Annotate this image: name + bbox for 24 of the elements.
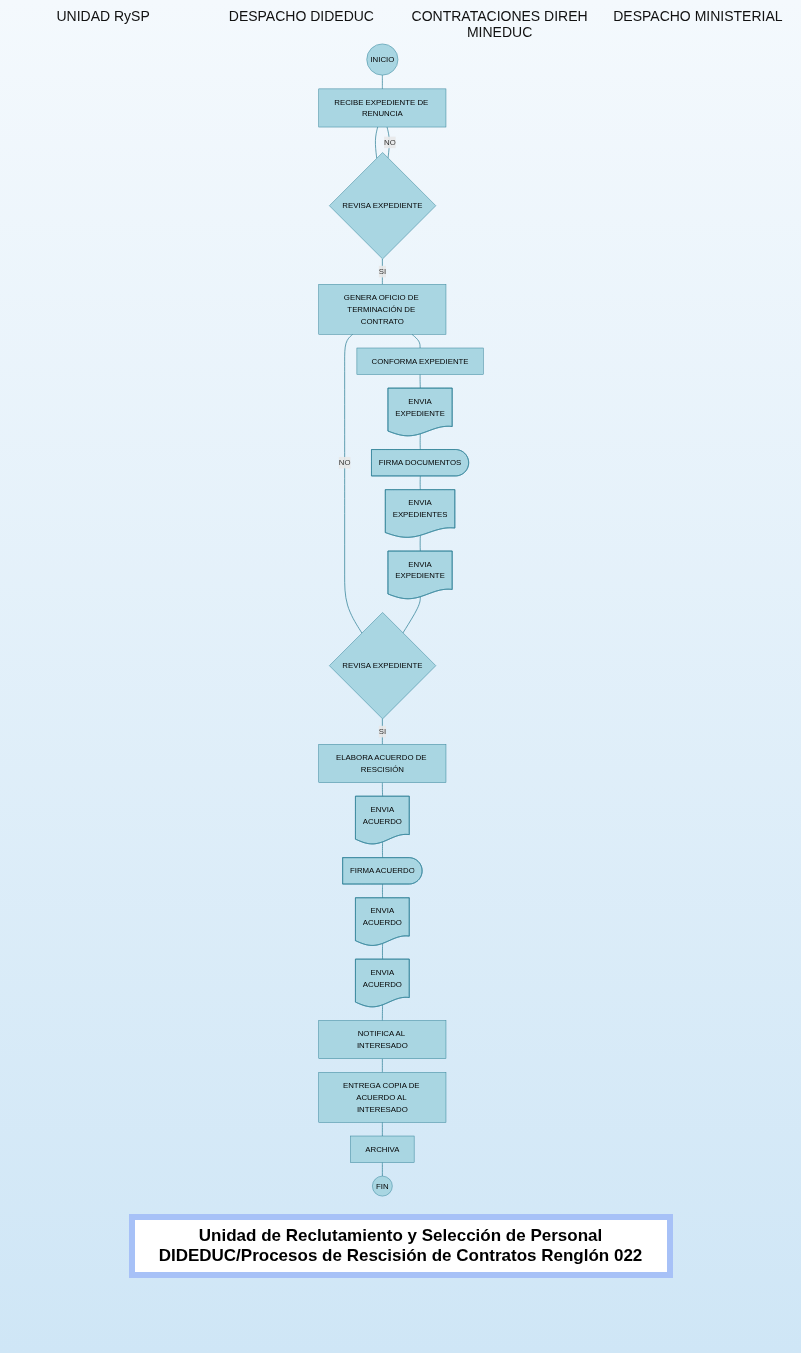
connector bbox=[419, 374, 421, 389]
lane-heading: DESPACHO DIDEDUC bbox=[227, 8, 375, 26]
lane-heading: CONTRATACIONES DIREH MINEDUC bbox=[410, 8, 589, 40]
connector bbox=[343, 333, 362, 634]
connector bbox=[419, 433, 421, 451]
title-banner: Unidad de Reclutamiento y Selección de Personal DIDEDUC/Procesos de Rescisión de Contratos Renglón 022 bbox=[128, 1214, 673, 1278]
connector bbox=[411, 333, 420, 349]
lane-heading: DESPACHO MINISTERIAL bbox=[612, 8, 784, 26]
connector bbox=[419, 535, 421, 552]
connector bbox=[419, 475, 421, 491]
connector bbox=[381, 1004, 383, 1021]
connector bbox=[381, 718, 383, 745]
connector bbox=[402, 596, 421, 634]
connector bbox=[381, 1162, 383, 1177]
connector bbox=[381, 74, 383, 90]
connector bbox=[381, 1058, 383, 1073]
connector bbox=[374, 126, 378, 159]
connector bbox=[381, 1121, 383, 1137]
connector bbox=[381, 782, 383, 797]
connector bbox=[381, 841, 383, 859]
lane-heading: UNIDAD RySP bbox=[55, 8, 151, 26]
connector bbox=[381, 258, 383, 285]
connector bbox=[381, 943, 383, 960]
connector bbox=[381, 883, 383, 899]
